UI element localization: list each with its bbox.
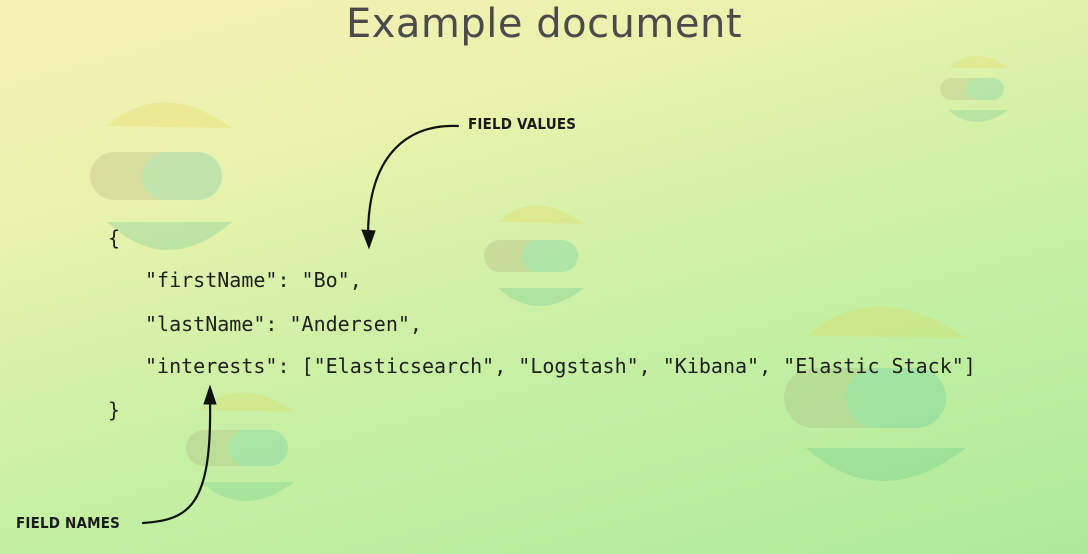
field-values-arrowhead-icon [361, 229, 376, 250]
field-names-arrow-icon [141, 398, 212, 525]
code-line-interests: "interests": ["Elasticsearch", "Logstash… [145, 354, 976, 378]
code-line-last-name: "lastName": "Andersen", [145, 312, 422, 336]
elastic-logo-watermark-icon [186, 392, 294, 501]
field-values-label: FIELD VALUES [468, 115, 577, 133]
slide-title: Example document [345, 1, 743, 47]
elastic-logo-watermark-icon [784, 306, 966, 481]
code-line-first-name: "firstName": "Bo", [145, 268, 362, 292]
field-values-arrow-icon [366, 124, 460, 238]
field-names-arrowhead-icon [203, 384, 217, 405]
open-brace: { [108, 226, 121, 250]
elastic-logo-watermark-icon [940, 56, 1008, 122]
elastic-logo-watermark-icon [90, 102, 232, 250]
field-names-label: FIELD NAMES [16, 514, 121, 532]
example-document-code: { "firstName": "Bo", "lastName": "Anders… [108, 216, 976, 422]
elastic-logo-watermark-icon [484, 205, 584, 306]
close-brace: } [108, 398, 121, 422]
